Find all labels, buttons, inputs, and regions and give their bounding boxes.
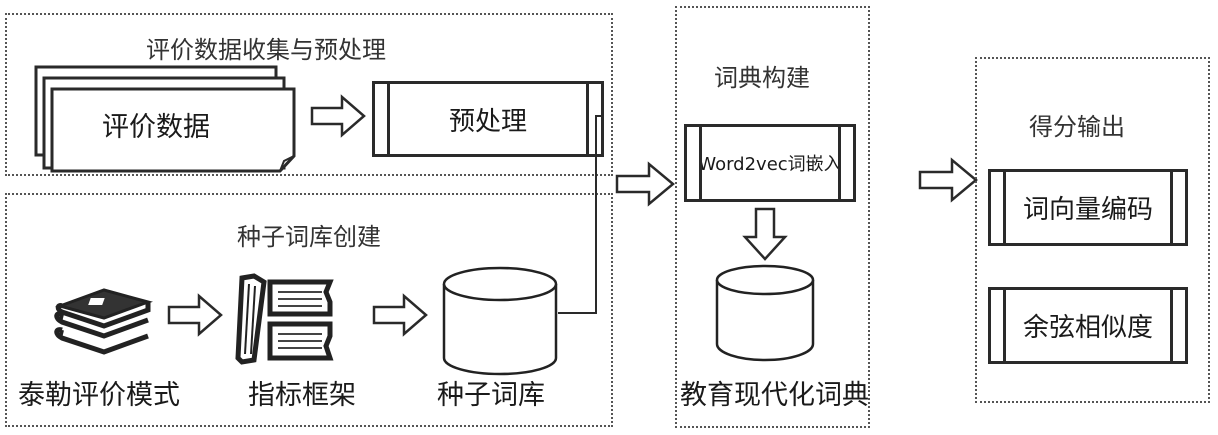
dictionary-database-icon[interactable]	[714, 264, 816, 366]
arrow-right-icon	[372, 293, 428, 337]
arrow-right-icon	[615, 161, 675, 207]
group-score-output	[975, 57, 1210, 403]
cosine-similarity-box[interactable]: 余弦相似度	[988, 287, 1188, 364]
word2vec-box[interactable]: Word2vec词嵌入	[684, 124, 856, 202]
word2vec-label: Word2vec词嵌入	[698, 154, 842, 175]
open-books-icon	[235, 273, 334, 365]
group-title-dictionary: 词典构建	[714, 64, 810, 92]
word-vector-encoding-box[interactable]: 词向量编码	[988, 169, 1188, 246]
group-seed-lexicon	[5, 193, 613, 427]
seed-item-label: 泰勒评价模式	[18, 380, 180, 411]
group-title-output: 得分输出	[1029, 113, 1125, 141]
seed-item-label: 指标框架	[248, 380, 356, 411]
dictionary-label: 教育现代化词典	[680, 380, 869, 411]
database-icon[interactable]	[440, 266, 560, 382]
arrow-right-icon	[167, 293, 223, 337]
output-step-label: 余弦相似度	[1022, 313, 1153, 343]
group-title-seed: 种子词库创建	[237, 223, 381, 251]
group-title-collection: 评价数据收集与预处理	[146, 36, 386, 64]
output-step-label: 词向量编码	[1022, 195, 1153, 225]
arrow-right-icon	[310, 94, 366, 138]
connector-line	[558, 115, 604, 314]
arrow-right-icon	[918, 157, 978, 203]
books-stack-icon	[54, 288, 153, 355]
group-data-collection	[5, 13, 613, 176]
preprocessing-box[interactable]: 预处理	[372, 81, 604, 157]
evaluation-data-label: 评价数据	[102, 112, 210, 143]
preprocessing-label: 预处理	[448, 106, 527, 137]
document-stack-icon	[34, 65, 296, 173]
group-dictionary	[675, 6, 870, 428]
seed-item-label: 种子词库	[437, 380, 545, 411]
arrow-down-icon	[742, 207, 788, 261]
